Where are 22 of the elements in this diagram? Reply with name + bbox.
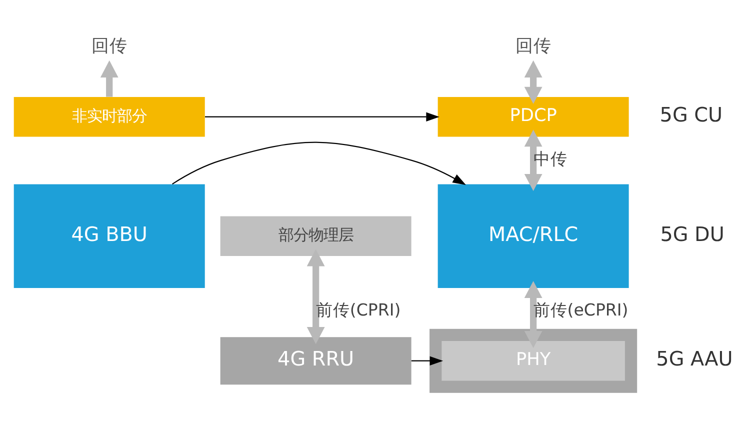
node-box: PDCP (437, 96, 628, 136)
edge-label: 前传(CPRI) (315, 300, 400, 320)
node-label: 5G CU (659, 103, 722, 126)
arrow (410, 356, 443, 365)
arrow (204, 112, 439, 121)
node-box: 部分物理层 (220, 216, 411, 256)
node-text: 回传 (514, 36, 551, 56)
arrow (306, 248, 324, 344)
node-label: 5G DU (660, 222, 724, 246)
node-box: 4G BBU (13, 184, 204, 288)
edge-label: 前传(eCPRI) (532, 300, 628, 320)
arrow (172, 141, 466, 185)
arrow (524, 60, 542, 104)
edge-label: 中传 (532, 148, 567, 168)
arrow (524, 280, 542, 348)
node-box: MAC/RLC (437, 184, 628, 288)
node-box: 4G RRU (220, 336, 411, 384)
arrow (100, 60, 118, 96)
arrow (524, 129, 542, 191)
node-box: 非实时部分 (13, 96, 204, 136)
node-label: 5G AAU (656, 347, 732, 370)
node-text: 回传 (90, 36, 127, 56)
